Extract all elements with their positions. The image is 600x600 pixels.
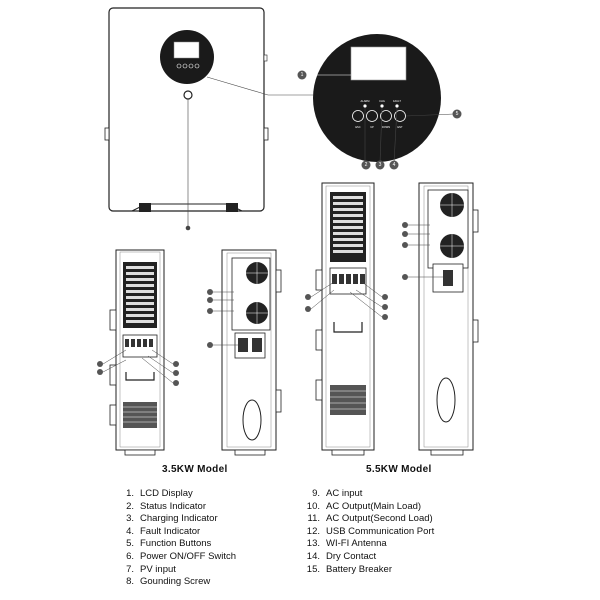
- up-text: UP: [370, 125, 374, 129]
- legend-left: 1.LCD Display 2.Status Indicator 3.Charg…: [116, 488, 236, 589]
- callout-2: 2: [365, 162, 368, 168]
- model-3-5kw-back: [207, 249, 282, 456]
- legend-item: 14.Dry Contact: [306, 550, 377, 562]
- legend-item: 12.USB Communication Port: [306, 525, 435, 537]
- callout-3: 3: [379, 162, 382, 168]
- lcd-display-zoom: [350, 46, 407, 81]
- front-lcd: [173, 41, 200, 59]
- model-label-3-5kw: 3.5KW Model: [162, 464, 228, 475]
- legend-item: 9.AC input: [312, 488, 363, 499]
- front-view: [104, 7, 316, 231]
- legend-item: 10.AC Output(Main Load): [306, 500, 422, 512]
- power-switch: [183, 90, 193, 100]
- legend-item: 8.Gounding Screw: [126, 576, 211, 588]
- front-panel-zoom: ALARM CHG FAULT ESC UP DOWN ENT 1 2 3 4 …: [297, 34, 462, 170]
- fault-text: FAULT: [393, 99, 401, 103]
- down-button-icon: [380, 110, 392, 122]
- callout-1: 1: [301, 72, 304, 78]
- legend-item: 5.Function Buttons: [126, 538, 212, 550]
- esc-button-icon: [352, 110, 364, 122]
- chg-text: CHG: [379, 99, 385, 103]
- legend-item: 4.Fault Indicator: [126, 525, 201, 537]
- model-5-5kw-back: [402, 182, 479, 456]
- down-text: DOWN: [382, 125, 390, 129]
- legend-item: 6.Power ON/OFF Switch: [126, 550, 237, 562]
- legend-item: 2.Status Indicator: [126, 500, 207, 512]
- ent-text: ENT: [397, 125, 403, 129]
- up-button-icon: [366, 110, 378, 122]
- legend-item: 7.PV input: [126, 563, 176, 575]
- alarm-text: ALARM: [361, 99, 370, 103]
- legend-item: 3.Charging Indicator: [126, 513, 218, 525]
- model-5-5kw-side: [305, 182, 388, 456]
- legend-item: 11.AC Output(Second Load): [307, 513, 433, 525]
- front-body: [108, 7, 265, 212]
- esc-text: ESC: [355, 125, 360, 129]
- callout-4: 4: [393, 162, 396, 168]
- enter-button-icon: [394, 110, 406, 122]
- legend-item: 1.LCD Display: [126, 488, 193, 499]
- legend-item: 13.WI-FI Antenna: [306, 538, 387, 550]
- model-3-5kw-side: [97, 249, 179, 456]
- legend-item: 15.Battery Breaker: [306, 563, 392, 575]
- legend-right: 9.AC input 10.AC Output(Main Load) 11.AC…: [302, 488, 434, 576]
- callout-5: 5: [456, 111, 459, 117]
- model-label-5-5kw: 5.5KW Model: [366, 464, 432, 475]
